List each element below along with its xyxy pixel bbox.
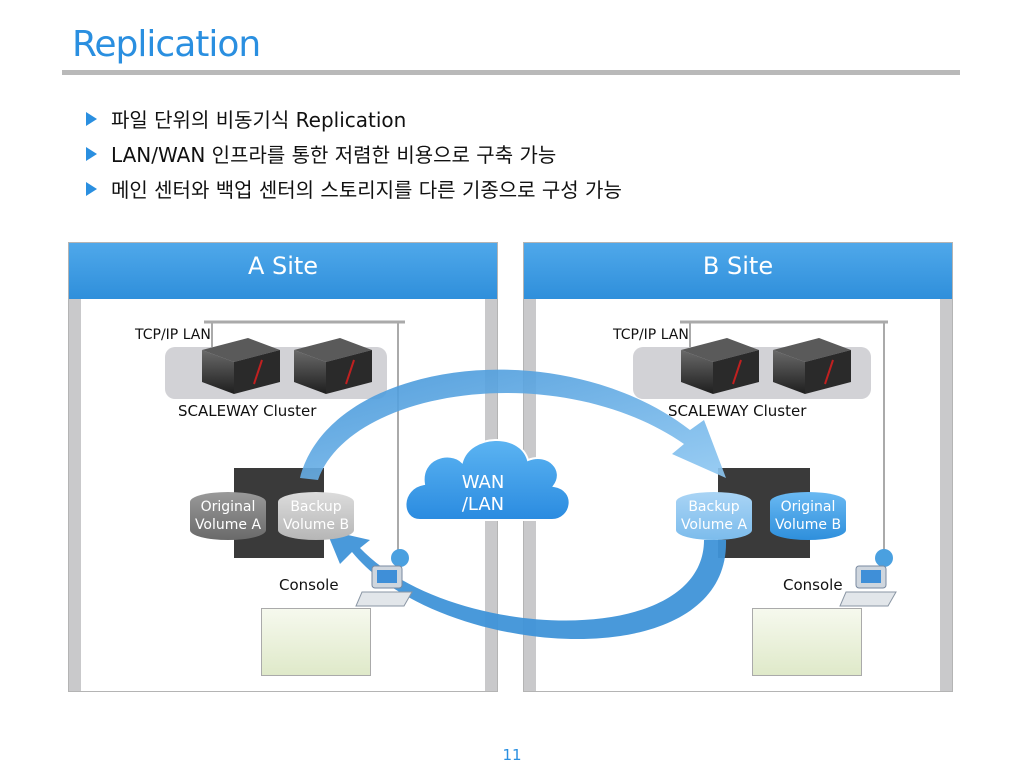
site-a-console-icon xyxy=(355,549,413,607)
bullet-item: 메인 센터와 백업 센터의 스토리지를 다른 기종으로 구성 가능 xyxy=(86,174,622,203)
site-a-title: A Site xyxy=(69,243,497,299)
site-b-lan-line xyxy=(680,320,888,555)
replication-arrow-a-to-b xyxy=(300,369,726,480)
site-a-console-screenshot xyxy=(261,608,371,676)
wan-lan-cloud-icon xyxy=(404,439,571,521)
replication-arrow-b-to-a xyxy=(326,530,727,640)
page-number: 11 xyxy=(502,746,522,764)
site-b-server-icon xyxy=(773,338,851,394)
site-a-lan-label: TCP/IP LAN xyxy=(135,327,211,343)
site-b-backup-volume: Backup Volume A xyxy=(676,492,752,540)
site-b-cluster-label: SCALEWAY Cluster xyxy=(668,402,807,420)
site-b-lan-label: TCP/IP LAN xyxy=(613,327,689,343)
bullet-triangle-icon xyxy=(86,181,97,196)
site-b-original-volume: Original Volume B xyxy=(770,492,846,540)
site-b-title: B Site xyxy=(524,243,952,299)
bullet-item: LAN/WAN 인프라를 통한 저렴한 비용으로 구축 가능 xyxy=(86,139,556,168)
site-b-console-screenshot xyxy=(752,608,862,676)
page-title: Replication xyxy=(72,24,261,65)
bullet-triangle-icon xyxy=(86,146,97,161)
site-a-server-icon xyxy=(294,338,372,394)
site-b-server-icon xyxy=(681,338,759,394)
site-a-cluster-label: SCALEWAY Cluster xyxy=(178,402,317,420)
bullet-item: 파일 단위의 비동기식 Replication xyxy=(86,104,406,133)
site-a-original-volume: Original Volume A xyxy=(190,492,266,540)
bullet-text: 파일 단위의 비동기식 Replication xyxy=(111,108,407,132)
bullet-triangle-icon xyxy=(86,111,97,126)
bullet-text: 메인 센터와 백업 센터의 스토리지를 다른 기종으로 구성 가능 xyxy=(111,178,622,202)
bullet-text: LAN/WAN 인프라를 통한 저렴한 비용으로 구축 가능 xyxy=(111,143,557,167)
site-a-lan-line xyxy=(204,320,405,555)
site-b-console-label: Console xyxy=(783,576,843,594)
site-a-console-label: Console xyxy=(279,576,339,594)
site-a-server-icon xyxy=(202,338,280,394)
site-a-backup-volume: Backup Volume B xyxy=(278,492,354,540)
site-b-console-icon xyxy=(839,549,897,607)
title-divider xyxy=(62,70,960,75)
wan-lan-label: WAN /LAN xyxy=(461,472,505,515)
